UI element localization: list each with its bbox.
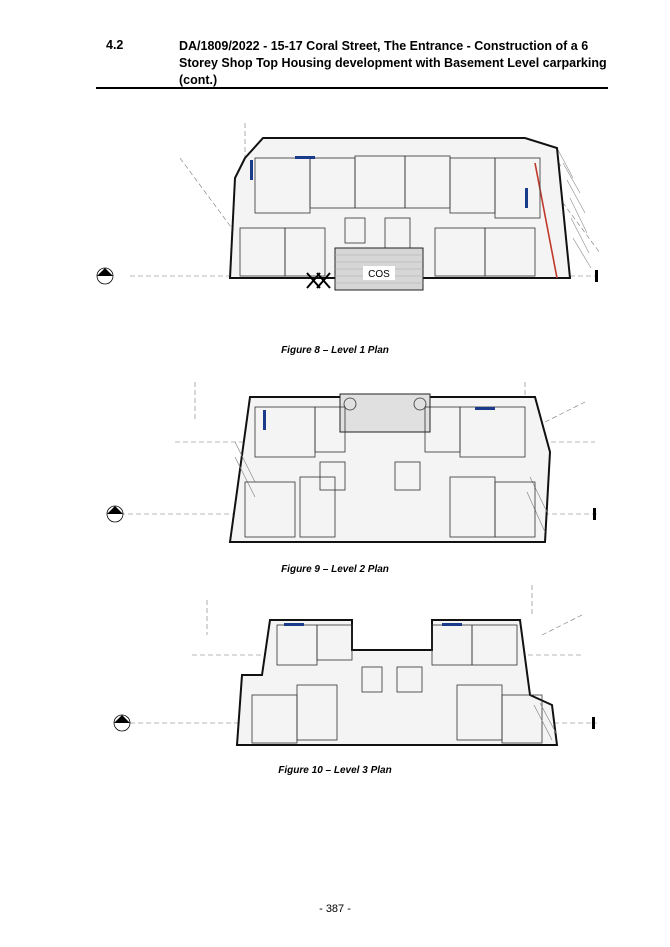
- hatched-areas: [234, 441, 548, 533]
- figure-10-caption: Figure 10 – Level 3 Plan: [278, 765, 392, 776]
- section-marker-right: [593, 508, 596, 520]
- agenda-item-header: 4.2 DA/1809/2022 - 15-17 Coral Street, T…: [96, 34, 608, 90]
- header-rule: [96, 87, 608, 89]
- figure-8-caption: Figure 8 – Level 1 Plan: [281, 345, 389, 356]
- section-marker-left: [113, 714, 131, 732]
- item-number: 4.2: [106, 38, 124, 52]
- level-3-floor-plan: [112, 585, 602, 750]
- section-marker-right: [595, 270, 598, 282]
- section-marker-left: [96, 267, 114, 285]
- level-2-floor-plan: [105, 382, 605, 547]
- cos-label: COS: [368, 269, 390, 280]
- section-marker-left: [106, 505, 124, 523]
- figure-9-caption: Figure 9 – Level 2 Plan: [281, 564, 389, 575]
- level-1-floor-plan: COS: [95, 118, 605, 318]
- section-marker-right: [592, 717, 595, 729]
- hatched-areas: [533, 702, 557, 741]
- page-number: - 387 -: [319, 903, 351, 915]
- item-title: DA/1809/2022 - 15-17 Coral Street, The E…: [179, 39, 607, 87]
